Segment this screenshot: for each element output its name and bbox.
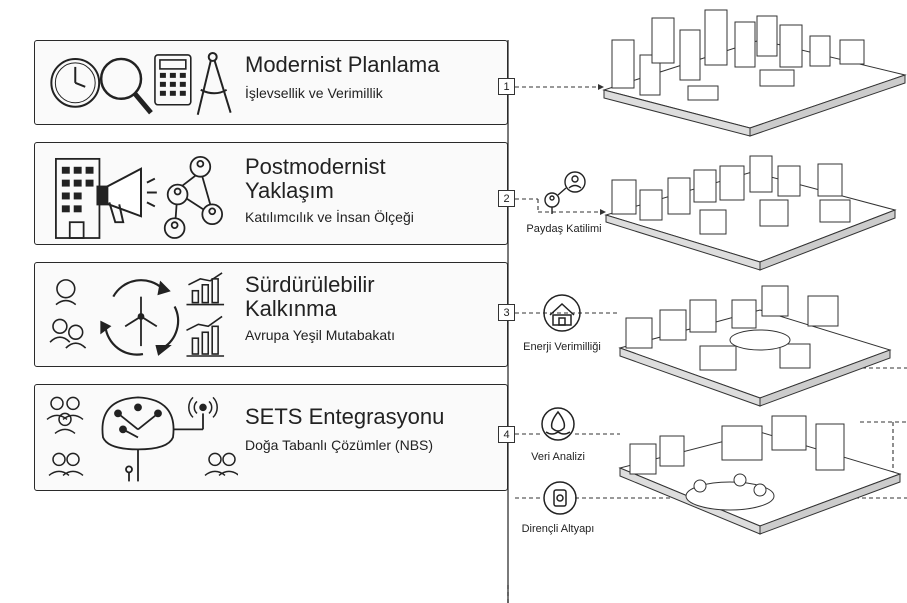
panel-sets: SETS Entegrasyonu Doğa Tabanlı Çözümler … [34,384,508,491]
panel-2-title: Postmodernist Yaklaşım [245,154,386,203]
clock-icon [50,57,101,108]
label-data: Veri Analizi [531,451,585,463]
calculator-icon [154,54,192,106]
magnifier-icon [99,57,153,115]
panel-2-icons [55,156,224,239]
step-number-2: 2 [498,190,515,207]
panel-3-subtitle: Avrupa Yeşil Mutabakatı [245,327,395,343]
panel-4-icons [46,396,238,482]
step-number-4: 4 [498,426,515,443]
panel-1-title: Modernist Planlama [245,52,440,77]
cycle-arrows-icon [100,279,180,356]
panel-3-icons [49,272,225,357]
panel-3-title: Sürdürülebilir Kalkınma [245,272,375,321]
building-icon [55,157,101,239]
panel-postmodernist: Postmodernist Yaklaşım Katılımcılık ve İ… [34,142,508,245]
megaphone-icon [96,167,157,224]
people-icon [49,279,87,349]
panel-4-subtitle: Doğa Tabanlı Çözümler (NBS) [245,437,434,453]
panel-2-subtitle: Katılımcılık ve İnsan Ölçeği [245,209,414,225]
compass-icon [196,51,232,115]
signal-icon [188,396,218,418]
network-icon [163,156,224,239]
panel-1-subtitle: İşlevsellik ve Verimillik [245,85,383,101]
label-stakeholder: Paydaş Katilimi [526,223,602,235]
bar-chart-icon [186,272,225,357]
label-energy: Enerji Verimilliği [523,341,601,353]
people-group-icon [46,396,238,476]
panel-4-title: SETS Entegrasyonu [245,404,445,429]
step-number-1: 1 [498,78,515,95]
panel-modernist: Modernist Planlama İşlevsellik ve Verimi… [34,40,508,125]
panel-1-icons [50,51,232,115]
wind-turbine-icon [124,296,158,347]
tree-icon [101,396,204,482]
panel-sustainable: Sürdürülebilir Kalkınma Avrupa Yeşil Mut… [34,262,508,367]
step-number-3: 3 [498,304,515,321]
label-resilient: Dirençli Altyapı [521,523,595,535]
